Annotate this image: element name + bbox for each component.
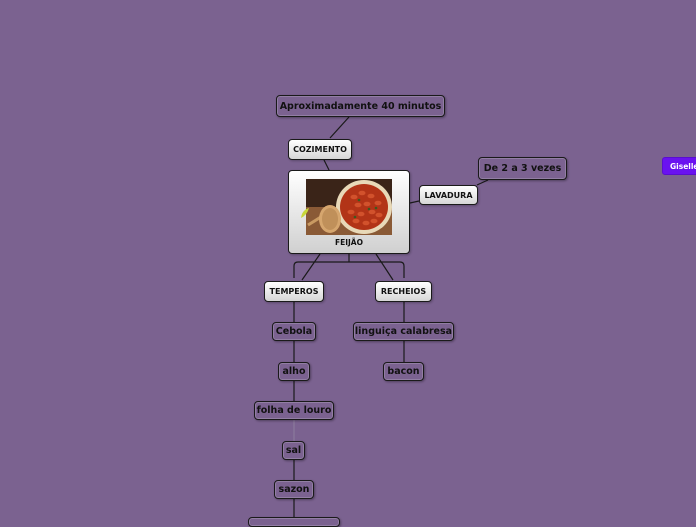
leaf-icon	[300, 207, 310, 219]
node-vezes[interactable]: De 2 a 3 vezes	[478, 157, 567, 180]
node-offscreen-bottom[interactable]	[248, 517, 340, 527]
node-temperos[interactable]: TEMPEROS	[264, 281, 324, 302]
user-cursor-badge: Giselle	[662, 157, 696, 175]
node-cebola[interactable]: Cebola	[272, 322, 316, 341]
node-folha-de-louro[interactable]: folha de louro	[254, 401, 334, 420]
line-central-temperos	[302, 254, 320, 280]
beans-bowl-image	[306, 179, 392, 235]
line-lavadura-vezes	[477, 180, 488, 185]
line-cozimento-central	[324, 160, 329, 170]
node-sazon[interactable]: sazon	[274, 480, 314, 499]
node-aprox[interactable]: Aproximadamente 40 minutos	[276, 95, 445, 117]
node-central-label: FEIJÃO	[335, 238, 363, 247]
bracket-central-children	[294, 262, 404, 278]
node-central[interactable]: FEIJÃO	[288, 170, 410, 254]
node-alho[interactable]: alho	[278, 362, 310, 381]
node-cozimento[interactable]: COZIMENTO	[288, 139, 352, 160]
line-central-recheios	[376, 254, 393, 280]
line-aprox-cozimento	[330, 117, 349, 138]
node-bacon[interactable]: bacon	[383, 362, 424, 381]
node-recheios[interactable]: RECHEIOS	[375, 281, 432, 302]
line-central-lavadura	[410, 201, 419, 203]
node-sal[interactable]: sal	[282, 441, 305, 460]
node-lavadura[interactable]: LAVADURA	[419, 185, 478, 205]
node-linguica-calabresa[interactable]: linguiça calabresa	[353, 322, 454, 341]
